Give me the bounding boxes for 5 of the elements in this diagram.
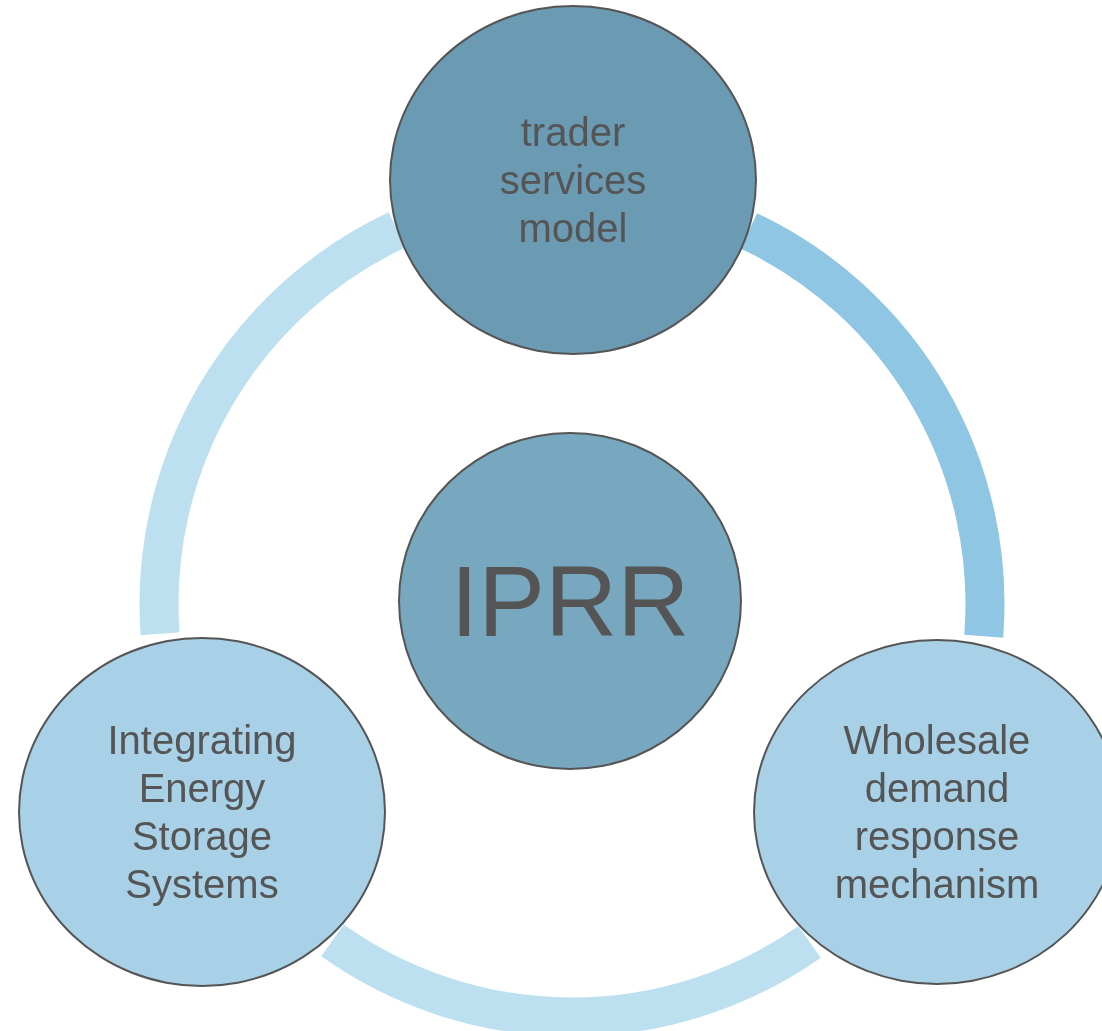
node-label: IPRR (449, 544, 691, 659)
node-label: Integrating Energy Storage Systems (106, 717, 298, 908)
node-label: trader services model (498, 109, 648, 252)
ring-arc (322, 923, 820, 1031)
node-label: Wholesale demand response mechanism (833, 717, 1041, 908)
